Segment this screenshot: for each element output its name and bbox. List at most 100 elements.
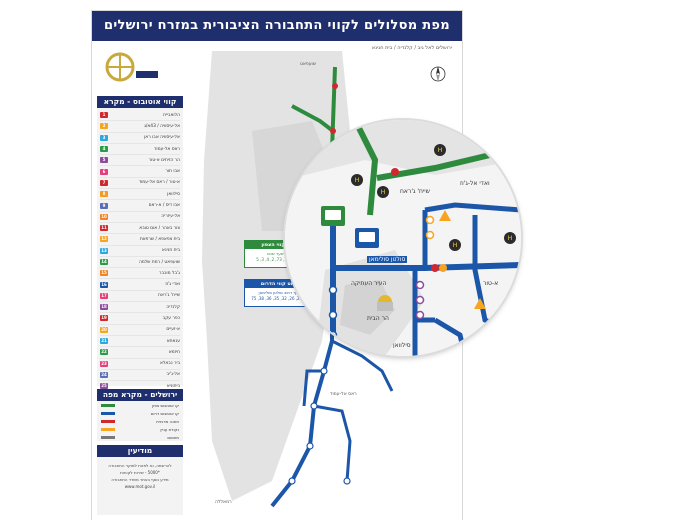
route-name: ביתוניא xyxy=(166,383,180,389)
ras-label: ראס אל-עמוד xyxy=(330,392,357,397)
north-terminal-sub: מסוף שער שכם xyxy=(267,251,294,256)
sheikh-label: שייח' ג'ראח xyxy=(400,188,430,195)
map-subtitle: ירושלים לאל גיב / קלנדיה / בית חנינא xyxy=(371,45,452,51)
route-name: כפר עקב xyxy=(162,315,180,321)
route-number-badge: 21 xyxy=(100,338,108,345)
route-name: ג'בל מוכבר xyxy=(159,270,180,276)
route-number-badge: 11 xyxy=(100,225,108,232)
north-terminal-title: פירוט קווי הצפון xyxy=(245,241,316,249)
svg-text:H: H xyxy=(381,189,386,196)
map-key-swatch xyxy=(101,419,115,423)
map-key-label: קו אוטובוס צפון xyxy=(152,402,179,408)
route-number-badge: 4 xyxy=(100,146,108,153)
route-list: הלואבייח 1 אל-עיסוויה / 43א/ג 2 אל-עיסוויה א… xyxy=(97,110,183,416)
modiin-line: www.mot.gov.il xyxy=(124,484,156,489)
route-name: ביר נבאלא xyxy=(159,361,180,367)
old-city-label: העיר העתיקה xyxy=(351,280,387,287)
temple-label: הר הבית xyxy=(367,315,389,322)
route-list-item: חיזמא 22 xyxy=(100,347,180,359)
route-name: שועפאט / רמת שלמה xyxy=(138,259,180,265)
modiin-line: *5000 - שירות לקוחות xyxy=(120,470,160,475)
map-key-swatch xyxy=(101,411,115,415)
svg-text:H: H xyxy=(355,177,360,184)
route-name: אבו תור xyxy=(165,169,180,175)
route-name: ואדי ג'וז xyxy=(165,282,180,288)
route-list-item: ואדי ג'וז 16 xyxy=(100,279,180,291)
route-name: חיזמא xyxy=(168,349,180,355)
route-number-badge: 19 xyxy=(100,315,108,322)
route-name: הלואבייח xyxy=(163,112,180,118)
route-name: א-טור / ראס אל-עמוד xyxy=(138,180,180,186)
route-list-item: כפר עקב 19 xyxy=(100,313,180,325)
lens-map: H H H H H xyxy=(285,120,521,356)
route-number-badge: 24 xyxy=(100,371,108,378)
route-name: אל-עיזריה xyxy=(161,214,180,220)
atur-label: א-טור xyxy=(483,280,499,287)
route-number-badge: 16 xyxy=(100,281,108,288)
route-number-badge: 8 xyxy=(100,191,108,198)
route-name: אל-עיסוויה / 43א/ג xyxy=(144,123,180,129)
route-number-badge: 2 xyxy=(100,123,108,130)
map-key-swatch xyxy=(101,435,115,439)
sultan-label: סולטן סולימאן xyxy=(367,256,408,263)
route-number-badge: 15 xyxy=(100,270,108,277)
svg-text:H: H xyxy=(438,147,443,154)
map-key-row: קו אוטובוס דרום xyxy=(97,409,183,417)
route-number-badge: 5 xyxy=(100,157,108,164)
map-key-label: מחסום xyxy=(167,434,179,440)
route-number-badge: 1 xyxy=(100,112,108,119)
map-key-swatch xyxy=(101,403,115,407)
silwan-label: סילוואן xyxy=(393,342,411,349)
route-name: ראס אל-עמוד xyxy=(154,146,180,152)
route-number-badge: 13 xyxy=(100,247,108,254)
map-title: מפת מסלולים לקווי התחבורה הציבורית במזרח… xyxy=(92,11,462,41)
map-key-swatch xyxy=(101,427,115,431)
modiin-panel: מודיעין להרשמה, נא לפנות למוקד התחבורה *… xyxy=(97,445,183,515)
modiin-heading: מודיעין xyxy=(97,445,183,457)
route-number-badge: 3 xyxy=(100,134,108,141)
route-name: אל-עיסוויה אבו ראן xyxy=(144,135,180,141)
route-name: הר הזיתים א-טור xyxy=(148,157,180,163)
map-key-rows: קו אוטובוס צפון קו אוטובוס דרום תחנה מרכזי… xyxy=(97,401,183,441)
route-name: שייח' ג'ראח xyxy=(158,293,180,299)
compass-icon xyxy=(430,66,446,82)
map-key-row: נקודת עניין xyxy=(97,425,183,433)
route-name: ענאתא xyxy=(166,338,180,344)
svg-text:H: H xyxy=(508,235,513,242)
route-number-badge: 23 xyxy=(100,360,108,367)
route-number-badge: 7 xyxy=(100,179,108,186)
route-list-item: ג'בל מוכבר 15 xyxy=(100,268,180,280)
south-terminal-sub: מסוף רחוב סולטן סולימאן xyxy=(258,290,303,295)
route-name: קלנדיה xyxy=(166,304,180,310)
route-number-badge: 10 xyxy=(100,213,108,220)
svg-text:H: H xyxy=(453,242,458,249)
route-number-badge: 22 xyxy=(100,349,108,356)
map-key-label: תחנה מרכזית xyxy=(156,418,179,424)
route-list-item: ביר נבאלא 23 xyxy=(100,359,180,370)
route-number-badge: 18 xyxy=(100,304,108,311)
route-number-badge: 14 xyxy=(100,259,108,265)
modiin-line: מידע נוסף באתר משרד התחבורה xyxy=(111,477,169,482)
map-key-row: קו אוטובוס צפון xyxy=(97,401,183,409)
route-name: אבו דיס / א-ראם xyxy=(148,203,180,209)
map-key-label: נקודת עניין xyxy=(160,426,179,432)
route-list-item: אל-עיסוויה / 43א/ג 2 xyxy=(100,121,180,133)
map-key-heading: ירושלים - מקרא מפה xyxy=(97,389,183,401)
wadi-label: ואדי אל-ג'וז xyxy=(460,180,490,187)
map-key-label: קו אוטובוס דרום xyxy=(150,410,179,416)
map-key-row: תחנה מרכזית xyxy=(97,417,183,425)
route-list-item: קלנדיה 18 xyxy=(100,302,180,314)
route-list-item: הר הזיתים א-טור 5 xyxy=(100,155,180,167)
route-number-badge: 25 xyxy=(100,383,108,390)
route-name: סילוואן xyxy=(167,191,180,197)
route-number-badge: 20 xyxy=(100,326,108,333)
